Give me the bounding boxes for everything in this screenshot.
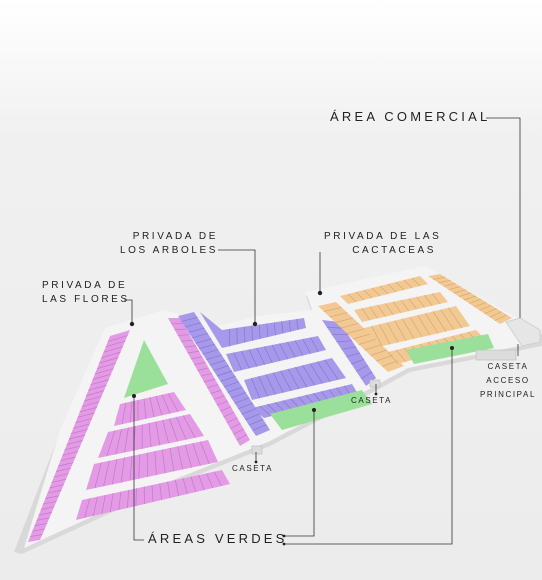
arboles-green-area xyxy=(270,390,372,430)
flores-block-2 xyxy=(98,414,204,458)
caseta-acceso-building xyxy=(475,349,517,361)
leader-verdes-cactaceas xyxy=(284,348,453,545)
flores-block-1 xyxy=(114,392,186,426)
arboles-lot-dividers xyxy=(181,317,373,431)
cactaceas-green-area xyxy=(406,334,494,364)
arboles-block-2 xyxy=(244,358,346,400)
cactaceas-lots-northeast xyxy=(428,274,512,324)
label-privada-cactaceas-line2: CACTACEAS xyxy=(352,245,436,256)
label-privada-arboles-line2: LOS ARBOLES xyxy=(120,245,219,256)
arboles-lots-east-strip xyxy=(322,320,376,386)
label-areas-verdes: ÁREAS VERDES xyxy=(148,531,288,546)
commercial-building xyxy=(505,317,541,347)
leader-lines xyxy=(124,117,521,545)
label-caseta-acceso-line2: ACCESO xyxy=(486,376,530,385)
leader-privada-arboles xyxy=(218,249,256,324)
flores-green-area xyxy=(124,340,168,398)
cactaceas-lot-dividers xyxy=(323,276,508,367)
flores-lot-dividers-west xyxy=(30,335,128,537)
label-privada-flores-line2: LAS FLORES xyxy=(42,294,130,305)
leader-dots xyxy=(129,290,454,546)
label-caseta-acceso-line3: PRINCIPAL xyxy=(479,390,537,399)
leader-privada-flores xyxy=(124,299,133,324)
arboles-lots-north xyxy=(200,312,306,348)
flores-lots-west-strip xyxy=(28,330,130,542)
flores-lot-dividers-blocks xyxy=(84,393,222,519)
label-privada-flores-line1: PRIVADA DE xyxy=(42,280,128,291)
label-privada-arboles-line1: PRIVADA DE xyxy=(132,231,218,242)
label-caseta-mid: CASETA xyxy=(351,396,393,405)
label-privada-cactaceas-line1: PRIVADA DE LAS xyxy=(324,231,442,242)
flores-block-4 xyxy=(76,470,230,520)
cactaceas-block-2 xyxy=(364,306,470,348)
label-caseta-acceso-line1: CASETA xyxy=(487,362,529,371)
caseta-left-building xyxy=(251,445,263,455)
leader-verdes-flores xyxy=(133,396,144,541)
flores-lot-dividers-east xyxy=(171,323,247,441)
leader-verdes-arboles xyxy=(284,410,315,537)
label-caseta-left: CASETA xyxy=(232,464,274,473)
caseta-mid-building xyxy=(369,379,381,388)
arboles-block-1 xyxy=(226,336,326,372)
label-area-comercial: ÁREA COMERCIAL xyxy=(330,109,491,124)
flores-block-3 xyxy=(86,440,218,490)
leader-area-comercial xyxy=(486,117,521,318)
cactaceas-block-1 xyxy=(354,292,448,322)
